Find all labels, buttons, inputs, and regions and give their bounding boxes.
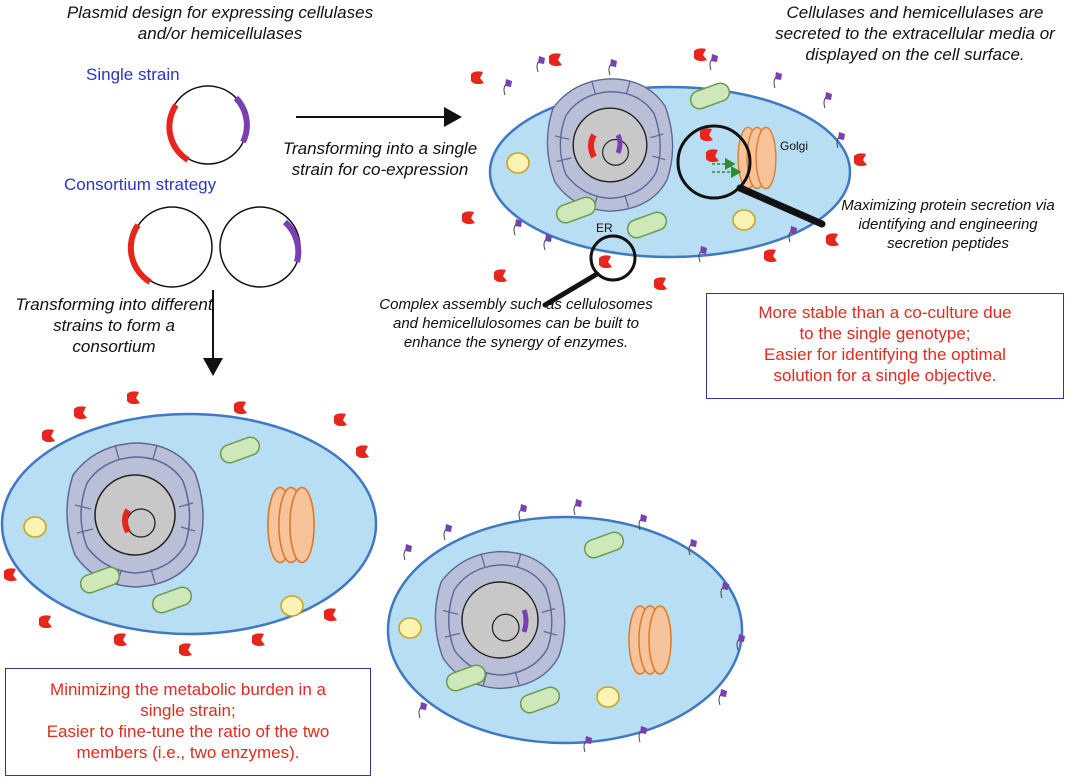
- single-box-line-1: More stable than a co-culture due: [758, 303, 1012, 322]
- plasmid-consortium-red: [127, 206, 213, 288]
- consortium-box-line-3: Easier to fine-tune the ratio of the two: [46, 722, 330, 741]
- single-box-line-3: Easier for identifying the optimal: [764, 345, 1006, 364]
- consortium-cell-red: [0, 412, 378, 636]
- consortium-box-line-4: members (i.e., two enzymes).: [76, 743, 300, 762]
- consortium-advantages-box: Minimizing the metabolic burden in a sin…: [5, 668, 371, 776]
- complex-assembly-label: Complex assembly such as cellulosomes an…: [379, 296, 653, 351]
- single-strain-heading: Single strain: [86, 65, 180, 84]
- transform-single-label: Transforming into a single strain for co…: [282, 139, 478, 179]
- single-strain-advantages-box: More stable than a co-culture due to the…: [706, 293, 1064, 399]
- er-label: ER: [596, 221, 613, 235]
- plasmid-single-strain: [166, 85, 250, 165]
- plasmid-consortium-purple: [219, 206, 302, 288]
- consortium-cell-purple: [386, 515, 744, 745]
- golgi-label: Golgi: [780, 139, 808, 153]
- max-secretion-label: Maximizing protein secretion via identif…: [841, 197, 1055, 252]
- single-box-line-4: solution for a single objective.: [773, 366, 997, 385]
- single-strain-cell: Golgi ER: [488, 78, 852, 308]
- transform-different-label: Transforming into different strains to f…: [15, 295, 213, 356]
- consortium-box-line-2: single strain;: [140, 701, 236, 720]
- plasmid-design-title: Plasmid design for expressing cellulases…: [66, 3, 374, 43]
- single-box-line-2: to the single genotype;: [799, 324, 971, 343]
- consortium-strategy-heading: Consortium strategy: [64, 175, 217, 194]
- consortium-box-line-1: Minimizing the metabolic burden in a: [50, 680, 326, 699]
- secreted-label: Cellulases and hemicellulases are secret…: [775, 3, 1055, 64]
